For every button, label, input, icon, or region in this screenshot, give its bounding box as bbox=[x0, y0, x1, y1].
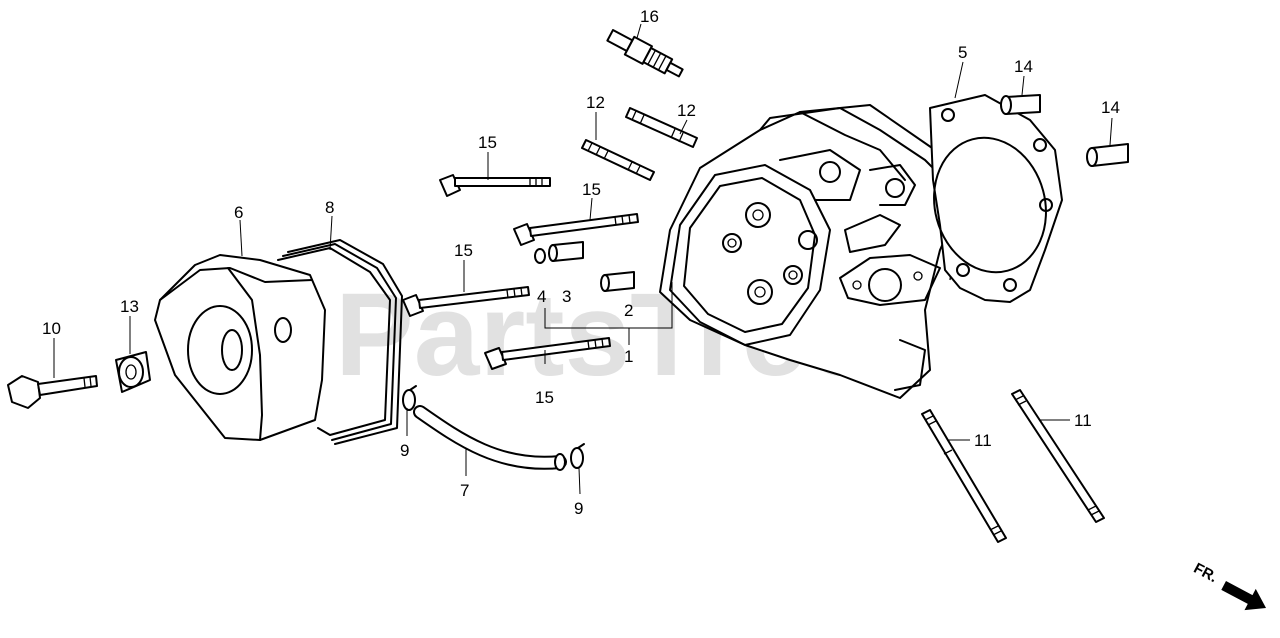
cover-bolt[interactable] bbox=[7, 375, 98, 409]
spark-plug[interactable] bbox=[605, 27, 685, 82]
callout-bracket bbox=[544, 282, 673, 329]
callout-9: 9 bbox=[400, 441, 409, 460]
head-stud[interactable] bbox=[921, 409, 1007, 543]
leader-lines bbox=[53, 23, 1113, 495]
callout-3: 3 bbox=[562, 287, 571, 306]
callout-15: 15 bbox=[478, 133, 497, 152]
callout-14: 14 bbox=[1101, 98, 1120, 117]
callout-14: 14 bbox=[1014, 57, 1033, 76]
tube-clip[interactable] bbox=[402, 385, 417, 411]
dowel-pin[interactable] bbox=[1000, 94, 1041, 115]
callout-8: 8 bbox=[325, 198, 334, 217]
callout-12: 12 bbox=[677, 101, 696, 120]
callout-11: 11 bbox=[974, 431, 992, 450]
callout-15: 15 bbox=[454, 241, 473, 260]
callout-11: 11 bbox=[1074, 411, 1092, 430]
callout-16: 16 bbox=[640, 7, 659, 26]
callout-2: 2 bbox=[624, 301, 633, 320]
flange-bolt[interactable] bbox=[513, 213, 639, 246]
flange-bolt[interactable] bbox=[402, 286, 530, 317]
callout-10: 10 bbox=[42, 319, 61, 338]
arrow-icon bbox=[1221, 581, 1267, 611]
sealing-washer[interactable] bbox=[115, 351, 151, 393]
flange-bolt[interactable] bbox=[439, 174, 551, 197]
callout-1: 1 bbox=[624, 347, 633, 366]
flange-bolt[interactable] bbox=[484, 337, 611, 370]
callout-15: 15 bbox=[582, 180, 601, 199]
o-ring[interactable] bbox=[534, 248, 546, 264]
valve-cover[interactable] bbox=[154, 254, 326, 441]
tube-clip[interactable] bbox=[570, 443, 585, 469]
breather-tube[interactable] bbox=[413, 405, 567, 471]
callout-9: 9 bbox=[574, 499, 583, 518]
callout-12: 12 bbox=[586, 93, 605, 112]
head-stud[interactable] bbox=[1011, 389, 1105, 523]
dowel-pin[interactable] bbox=[548, 241, 584, 262]
callout-4: 4 bbox=[537, 287, 546, 306]
callout-15: 15 bbox=[535, 388, 554, 407]
callout-7: 7 bbox=[460, 481, 469, 500]
stud[interactable] bbox=[625, 107, 698, 148]
callout-5: 5 bbox=[958, 43, 967, 62]
fr-label: FR. bbox=[1191, 560, 1220, 586]
cylinder-head[interactable] bbox=[659, 104, 961, 399]
callout-13: 13 bbox=[120, 297, 139, 316]
dowel-pin[interactable] bbox=[1086, 143, 1129, 167]
head-gasket[interactable] bbox=[919, 94, 1063, 303]
front-direction-indicator: FR. bbox=[1191, 560, 1267, 611]
stud[interactable] bbox=[581, 139, 655, 181]
callout-6: 6 bbox=[234, 203, 243, 222]
dowel-pin[interactable] bbox=[600, 271, 635, 292]
